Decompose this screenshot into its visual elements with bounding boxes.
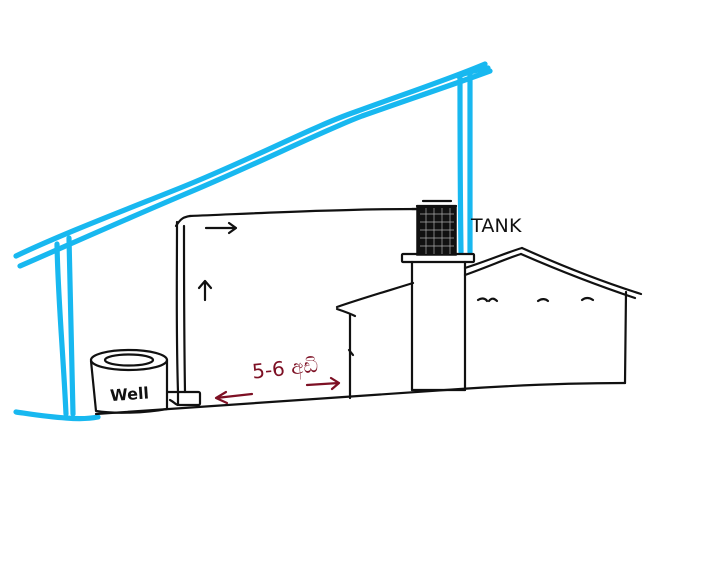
blue-pipe-outline — [13, 61, 493, 422]
shed — [335, 281, 415, 400]
distance-label: 5-6 අඩි — [251, 353, 320, 385]
blue-roof-top-line — [13, 61, 488, 259]
well-label: Well — [109, 383, 149, 405]
vent-2 — [536, 298, 550, 303]
ground-line — [94, 381, 627, 416]
water-tank — [415, 199, 458, 256]
blue-left-post-inner — [66, 235, 76, 417]
house-roof-left — [463, 246, 524, 270]
shed-roof — [335, 281, 415, 309]
well-rim-outer — [89, 348, 169, 372]
vent-3 — [580, 297, 595, 302]
well: Well — [89, 348, 169, 414]
pump-outlet — [168, 398, 180, 407]
well-rim-inner — [103, 353, 155, 367]
flow-arrow-up — [197, 279, 213, 302]
tank-stand — [400, 252, 476, 392]
well-body — [89, 358, 169, 414]
pipe-vertical-second — [182, 224, 187, 394]
house-roof-right-inner — [519, 252, 637, 300]
pipe-corner-top — [174, 214, 192, 228]
house-roof-left-inner — [463, 252, 523, 277]
house-roof-right — [520, 246, 643, 296]
pipe-horizontal — [188, 207, 426, 218]
supply-pipe — [174, 207, 428, 394]
tank-hatching — [420, 208, 454, 254]
pipe-vertical — [175, 220, 180, 394]
distance-arrow-right — [305, 376, 341, 391]
blue-roof-bottom-line — [17, 68, 493, 269]
flow-arrow-right — [204, 221, 238, 235]
shed-small-tick — [347, 348, 355, 357]
blue-left-post-outer — [54, 241, 69, 417]
shed-roof-lower — [335, 307, 357, 318]
distance-annotation: 5-6 අඩි — [214, 353, 341, 405]
blue-right-post-outer — [457, 75, 464, 255]
distance-arrow-left — [214, 390, 254, 405]
blue-right-post-cap — [455, 65, 491, 79]
tank-lid — [415, 199, 458, 208]
tank-label: TANK — [470, 215, 522, 237]
house-right-wall — [623, 290, 628, 385]
house — [463, 246, 643, 385]
blue-ground-left — [13, 409, 101, 422]
pump-box — [166, 390, 202, 407]
pump-body — [176, 390, 202, 407]
vent-1 — [476, 297, 499, 303]
